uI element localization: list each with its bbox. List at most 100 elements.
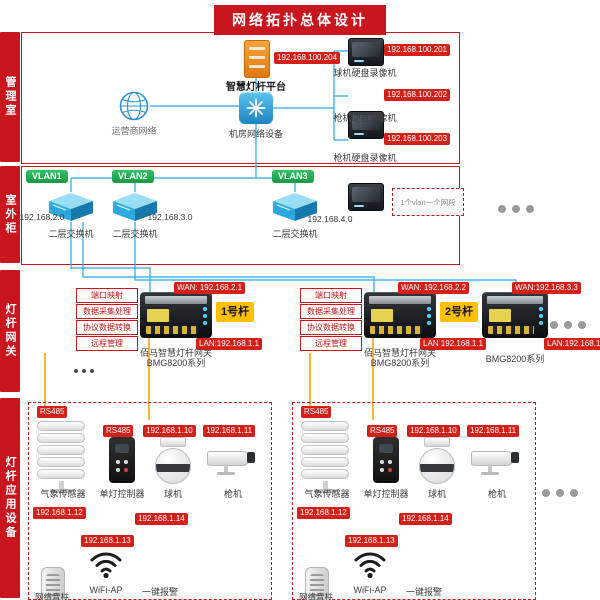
gateway-feature: 数据采集处理 <box>76 304 138 319</box>
rs485-tag: RS485 <box>301 406 332 418</box>
gateway-series-label: BMG8200系列 <box>370 358 430 368</box>
operator-globe-icon <box>118 90 150 127</box>
light-controller-icon <box>109 437 135 483</box>
gateway-wan-tag: WAN: 192.168.2.1 <box>174 282 246 294</box>
dome-ip-tag: 192.168.1.10 <box>143 425 196 437</box>
switch-ip: 192.168.4.0 <box>307 214 353 224</box>
alarm-ip-tag: 192.168.1.14 <box>135 513 188 525</box>
alarm-ip-tag: 192.168.1.14 <box>399 513 452 525</box>
alarm-label: 一键报警 <box>141 587 178 597</box>
platform-ip-tag: 192.168.100.204 <box>274 52 341 64</box>
switch-label: 二层交换机 <box>272 229 318 239</box>
wifi-label: WiFi-AP <box>89 585 123 595</box>
more-switches-dots <box>498 200 540 218</box>
rs485-tag: RS485 <box>37 406 68 418</box>
section-label-gateway: 灯杆网关 <box>0 270 20 392</box>
weather-label: 气象传感器 <box>40 489 86 499</box>
nvr-label: 枪机硬盘录像机 <box>333 113 397 123</box>
light-controller-icon <box>373 437 399 483</box>
weather-label: 气象传感器 <box>304 489 350 499</box>
bullet-ip-tag: 192.168.1.11 <box>203 425 256 437</box>
pole-number-tag: 1号杆 <box>216 302 254 322</box>
gateway-group: WAN:192.168.3.3 LAN:192.168.1.1 BMG8200系… <box>482 282 600 377</box>
gateway-lan-tag: LAN:192.168.1.1 <box>544 338 600 350</box>
gateway-series-label: BMG8200系列 <box>146 358 206 368</box>
nvr-label: 球机硬盘录像机 <box>333 68 397 78</box>
nvr-ip-tag: 192.168.100.202 <box>384 89 451 101</box>
gateway-series-label: BMG8200系列 <box>485 354 545 364</box>
wifi-label: WiFi-AP <box>353 585 387 595</box>
more-gateway-dots <box>74 360 98 378</box>
gateway-feature: 协议数据转换 <box>300 320 362 335</box>
gateway-feature: 端口映射 <box>76 288 138 303</box>
speaker-ip-tag: 192.168.1.12 <box>33 507 86 519</box>
vlan-tag: VLAN1 <box>26 170 68 183</box>
dome-ip-tag: 192.168.1.10 <box>407 425 460 437</box>
diagram-title: 网络拓扑总体设计 <box>214 5 386 35</box>
nvr-icon <box>348 38 384 66</box>
platform-server-icon <box>244 40 270 78</box>
weather-sensor-icon <box>37 421 85 493</box>
platform-label: 智慧灯杆平台 <box>226 82 286 93</box>
gateway-wan-tag: WAN: 192.168.2.2 <box>398 282 470 294</box>
bullet-ip-tag: 192.168.1.11 <box>467 425 520 437</box>
section-label-application: 灯杆应用设备 <box>0 398 20 598</box>
gateway-feature: 数据采集处理 <box>300 304 362 319</box>
gateway-group: 端口映射 数据采集处理 协议数据转换 远程管理 WAN: 192.168.2.1… <box>74 282 264 377</box>
bullet-label: 枪机 <box>487 489 506 499</box>
dome-label: 球机 <box>163 489 182 499</box>
rs485-tag: RS485 <box>103 425 134 437</box>
switch-label: 二层交换机 <box>48 229 94 239</box>
switch-label: 二层交换机 <box>112 229 158 239</box>
dome-camera-icon <box>153 437 193 484</box>
section-label-management: 管理室 <box>0 32 20 162</box>
controller-label: 单灯控制器 <box>99 489 145 499</box>
vlan-tag: VLAN2 <box>112 170 154 183</box>
operator-label: 运营商网络 <box>111 126 157 136</box>
pole-number-tag: 2号杆 <box>440 302 478 322</box>
gateway-device-icon <box>364 292 436 338</box>
nvr-ip-tag: 192.168.100.203 <box>384 133 451 145</box>
switch-ip: 192.168.3.0 <box>147 212 193 222</box>
speaker-label: 网络音柱 <box>298 592 333 600</box>
gateway-name-label: 佰马智慧灯杆网关 <box>363 348 436 358</box>
gateway-group: 端口映射 数据采集处理 协议数据转换 远程管理 WAN: 192.168.2.2… <box>298 282 488 377</box>
bullet-camera-icon <box>469 443 525 477</box>
gateway-feature: 协议数据转换 <box>76 320 138 335</box>
wifi-ip-tag: 192.168.1.13 <box>345 535 398 547</box>
dome-camera-icon <box>417 437 457 484</box>
vlan-tag: VLAN3 <box>272 170 314 183</box>
bullet-label: 枪机 <box>223 489 242 499</box>
pole-devices-box: RS485 气象传感器 RS485 单灯控制器 192.168.1.10 球机 … <box>28 402 272 600</box>
gateway-feature: 远程管理 <box>300 336 362 351</box>
speaker-column-icon <box>41 567 65 600</box>
nvr-icon <box>348 183 384 211</box>
gateway-lan-tag: LAN 192.168.1.1 <box>420 338 487 350</box>
bullet-camera-icon <box>205 443 261 477</box>
weather-sensor-icon <box>301 421 349 493</box>
speaker-label: 网络音柱 <box>34 592 69 600</box>
speaker-ip-tag: 192.168.1.12 <box>297 507 350 519</box>
rs485-tag: RS485 <box>367 425 398 437</box>
section-label-outdoor: 室外柜 <box>0 166 20 263</box>
more-poles-dots <box>542 484 584 502</box>
gateway-device-icon <box>140 292 212 338</box>
pole-devices-box: RS485 气象传感器 RS485 单灯控制器 192.168.1.10 球机 … <box>292 402 536 600</box>
wifi-ap-icon <box>353 549 387 584</box>
more-gateway-dots <box>550 316 592 334</box>
gateway-wan-tag: WAN:192.168.3.3 <box>512 282 581 294</box>
controller-label: 单灯控制器 <box>363 489 409 499</box>
gateway-device-icon <box>482 292 548 338</box>
gateway-feature: 端口映射 <box>300 288 362 303</box>
nvr-ip-tag: 192.168.100.201 <box>384 44 451 56</box>
dome-label: 球机 <box>427 489 446 499</box>
room-router-label: 机房网络设备 <box>228 129 283 139</box>
switch-ip: 192.168.2.0 <box>19 212 65 222</box>
nvr-label: 枪机硬盘录像机 <box>333 153 397 163</box>
vlan-note: 1个vlan一个网段 <box>392 188 464 216</box>
alarm-label: 一键报警 <box>405 587 442 597</box>
speaker-column-icon <box>305 567 329 600</box>
wifi-ip-tag: 192.168.1.13 <box>81 535 134 547</box>
gateway-feature: 远程管理 <box>76 336 138 351</box>
